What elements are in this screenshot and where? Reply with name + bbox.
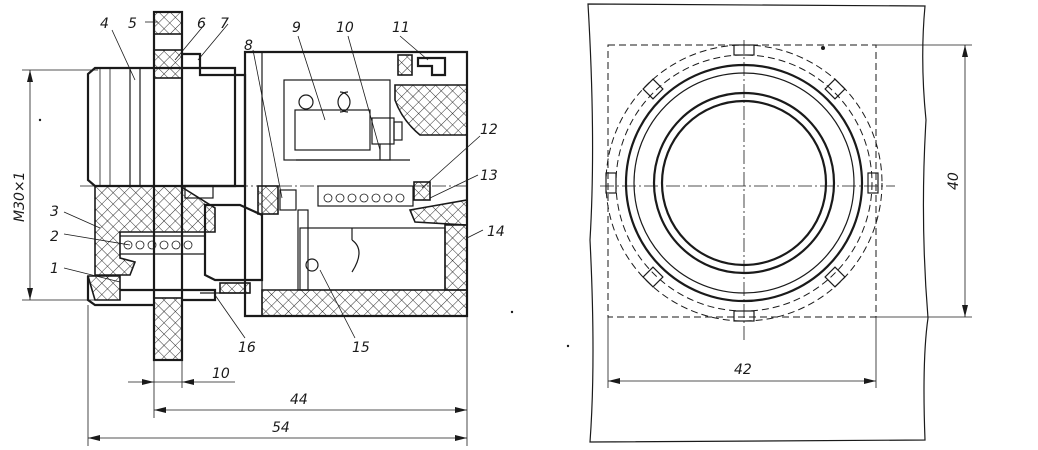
callout-10: 10 [336,20,354,36]
bezel-mid [633,72,855,294]
flange-lower-hatch [153,297,183,361]
upper-contact-block [283,79,391,161]
callout-12: 12 [480,122,498,138]
insulator-upper-right [394,84,468,136]
bezel-outer [624,63,864,303]
section-view [80,10,470,362]
callout-7: 7 [220,16,229,32]
callout-9: 9 [292,20,301,36]
front-view [587,3,929,443]
button-face [660,99,828,267]
button-ring [652,91,836,275]
lower-body-hatch [94,185,216,276]
dim-10-label: 10 [212,366,230,382]
flange-upper-hatch [153,11,183,35]
callout-14: 14 [487,224,505,240]
callout-2: 2 [50,229,59,245]
callout-6: 6 [197,16,206,32]
callout-8: 8 [244,38,253,54]
block-8 [257,185,279,215]
dim-40-label: 40 [946,172,962,190]
dim-42-label: 42 [734,362,752,378]
callout-15: 15 [352,340,370,356]
flange-ring-hatch [153,49,183,79]
dim-44-label: 44 [290,392,308,408]
height-dimension: 40 [876,44,972,318]
thread-label: M30×1 [12,171,28,222]
mounting-square [607,44,877,318]
callout-1: 1 [50,261,59,277]
callout-5: 5 [128,16,137,32]
callout-13: 13 [480,168,498,184]
width-dimension: 42 [607,317,877,388]
callout-11: 11 [392,20,410,36]
dim-54-label: 54 [272,420,290,436]
spring-upper [317,185,414,207]
panel-outline [587,3,929,443]
housing-lower-hatch [261,289,468,317]
callout-3: 3 [50,204,59,220]
bottom-dimensions: 10 44 54 [87,305,468,446]
callout-16: 16 [238,340,256,356]
thread-dimension: M30×1 [12,69,98,301]
callout-4: 4 [100,16,109,32]
spring-lower [120,235,205,255]
callout-leaders [63,21,484,339]
